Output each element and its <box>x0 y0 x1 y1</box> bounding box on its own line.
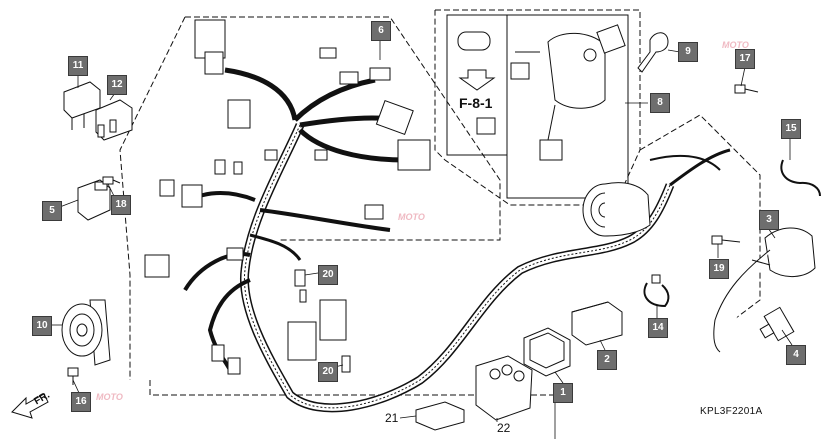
callout-15: 15 <box>781 119 801 139</box>
relay-12 <box>95 99 133 141</box>
callout-3: 3 <box>759 210 779 230</box>
lower-right-boundary <box>639 114 761 331</box>
f81-inset-box <box>446 14 508 156</box>
bolt-16 <box>67 367 79 385</box>
relay-11 <box>63 81 101 130</box>
callout-8: 8 <box>650 93 670 113</box>
bolt-19 <box>711 235 741 245</box>
bolt-18 <box>102 176 121 185</box>
callout-18: 18 <box>111 195 131 215</box>
callout-14: 14 <box>648 318 668 338</box>
label-21: 21 <box>385 411 399 425</box>
front-arrow <box>11 393 49 419</box>
watermark-bottom-left: MOTO <box>96 392 123 402</box>
socket <box>582 182 651 237</box>
callout-17: 17 <box>735 49 755 69</box>
horn <box>61 299 111 366</box>
callout-4: 4 <box>786 345 806 365</box>
ignition-coil <box>713 227 816 353</box>
relay-5 <box>77 179 111 221</box>
spark-plug-cap <box>759 306 795 342</box>
fuse-box-22 <box>475 355 533 421</box>
callout-5: 5 <box>42 201 62 221</box>
callout-12: 12 <box>107 75 127 95</box>
callout-10: 10 <box>32 316 52 336</box>
callout-19: 19 <box>709 259 729 279</box>
clamp-14 <box>643 274 670 308</box>
callout-16: 16 <box>71 392 91 412</box>
label-22: 22 <box>497 421 511 435</box>
ignition-switch <box>457 24 626 161</box>
callout-20-lower: 20 <box>318 362 338 382</box>
callout-2: 2 <box>597 350 617 370</box>
callout-6: 6 <box>371 21 391 41</box>
callout-20-upper: 20 <box>318 265 338 285</box>
callout-11: 11 <box>68 56 88 76</box>
diagram-code: KPL3F2201A <box>700 406 763 417</box>
rubber-cover-1 <box>523 327 571 377</box>
callout-9: 9 <box>678 42 698 62</box>
wire-harness <box>183 67 731 413</box>
watermark-top-right: MOTO <box>722 40 749 50</box>
key <box>637 32 669 73</box>
harness-connectors <box>144 19 431 375</box>
callout-1: 1 <box>553 383 573 403</box>
unit-2 <box>571 301 623 346</box>
reference-arrow <box>458 69 496 91</box>
rubber-cover-21 <box>415 401 465 431</box>
inset-blank-box-1 <box>510 62 530 80</box>
watermark-center: MOTO <box>398 212 425 222</box>
reference-label: F-8-1 <box>459 95 493 111</box>
inset-blank-box-2 <box>476 117 496 135</box>
tie-15 <box>780 159 821 197</box>
key-group-boundary <box>434 9 641 206</box>
bolt-17 <box>734 84 759 94</box>
